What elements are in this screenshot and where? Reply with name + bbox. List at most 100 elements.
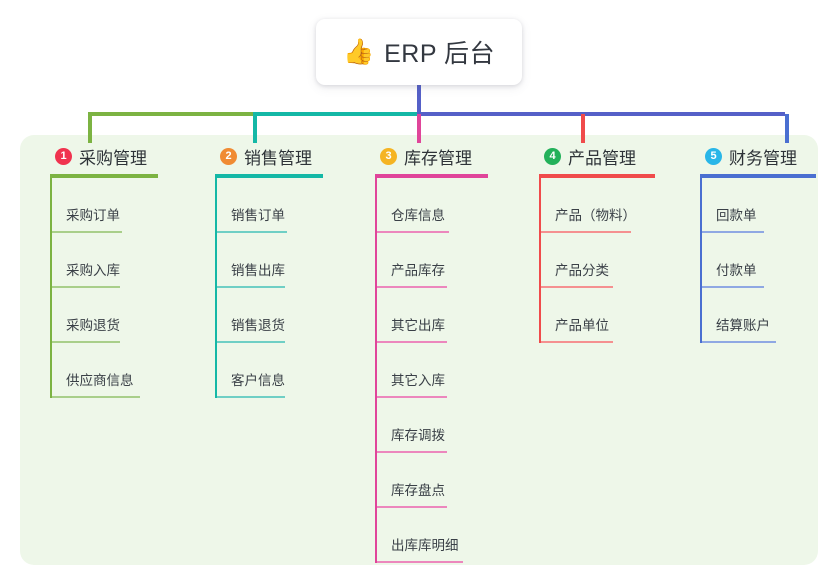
column-header-rule-1 bbox=[50, 174, 158, 178]
list-item-rule bbox=[52, 231, 122, 233]
column-header-5[interactable]: 5 财务管理 bbox=[688, 143, 828, 169]
column-header-1[interactable]: 1 采购管理 bbox=[38, 143, 188, 169]
list-item-label: 回款单 bbox=[716, 208, 757, 223]
column-spine-3 bbox=[375, 178, 377, 563]
list-item-rule bbox=[377, 451, 447, 453]
list-item-label: 其它出库 bbox=[391, 318, 445, 333]
list-item-label: 付款单 bbox=[716, 263, 757, 278]
diagram-panel bbox=[20, 135, 818, 565]
column-header-rule-2 bbox=[215, 174, 323, 178]
column-header-3[interactable]: 3 库存管理 bbox=[363, 143, 513, 169]
list-item-label: 产品分类 bbox=[555, 263, 609, 278]
column-header-rule-3 bbox=[375, 174, 488, 178]
list-item[interactable]: 采购退货 bbox=[40, 288, 188, 343]
list-item-rule bbox=[217, 396, 285, 398]
list-item-rule bbox=[541, 341, 613, 343]
column-items-4: 产品（物料） 产品分类产品单位 bbox=[527, 178, 677, 343]
column-header-rule-4 bbox=[539, 174, 655, 178]
list-item-label: 产品（物料） bbox=[555, 208, 636, 223]
root-node-card[interactable]: 👍 ERP 后台 bbox=[316, 19, 522, 85]
list-item[interactable]: 供应商信息 bbox=[40, 343, 188, 398]
list-item-rule bbox=[377, 286, 447, 288]
list-item-rule bbox=[217, 341, 285, 343]
list-item-label: 库存盘点 bbox=[391, 483, 445, 498]
list-item-label: 其它入库 bbox=[391, 373, 445, 388]
list-item[interactable]: 回款单 bbox=[690, 178, 828, 233]
list-item-rule bbox=[377, 506, 447, 508]
column-items-3: 仓库信息产品库存其它出库其它入库库存调拨库存盘点出库库明细 bbox=[363, 178, 513, 563]
list-item-label: 产品单位 bbox=[555, 318, 609, 333]
list-item-label: 采购入库 bbox=[66, 263, 120, 278]
connector-bar-segment-1 bbox=[88, 112, 253, 116]
column-title-1: 采购管理 bbox=[79, 148, 147, 168]
list-item-label: 销售出库 bbox=[231, 263, 285, 278]
list-item[interactable]: 产品单位 bbox=[529, 288, 677, 343]
root-node-title: ERP 后台 bbox=[384, 40, 496, 68]
list-item-label: 出库库明细 bbox=[391, 538, 459, 553]
list-item[interactable]: 其它出库 bbox=[365, 288, 513, 343]
list-item-rule bbox=[377, 561, 463, 563]
column-badge-5: 5 bbox=[705, 147, 722, 165]
list-item-rule bbox=[377, 396, 447, 398]
list-item-rule bbox=[541, 231, 631, 233]
column-spine-4 bbox=[539, 178, 541, 343]
connector-drop-2 bbox=[253, 114, 257, 143]
column-items-5: 回款单付款单结算账户 bbox=[688, 178, 828, 343]
list-item-rule bbox=[217, 286, 285, 288]
column-badge-1: 1 bbox=[55, 147, 72, 165]
list-item-rule bbox=[217, 231, 287, 233]
list-item[interactable]: 产品（物料） bbox=[529, 178, 677, 233]
column-title-3: 库存管理 bbox=[404, 148, 472, 168]
list-item-label: 采购订单 bbox=[66, 208, 120, 223]
list-item[interactable]: 销售订单 bbox=[205, 178, 348, 233]
list-item[interactable]: 销售出库 bbox=[205, 233, 348, 288]
list-item[interactable]: 库存调拨 bbox=[365, 398, 513, 453]
column-items-2: 销售订单销售出库销售退货客户信息 bbox=[203, 178, 348, 398]
connector-drop-1 bbox=[88, 114, 92, 143]
list-item[interactable]: 付款单 bbox=[690, 233, 828, 288]
column-spine-1 bbox=[50, 178, 52, 398]
list-item-label: 采购退货 bbox=[66, 318, 120, 333]
list-item-label: 客户信息 bbox=[231, 373, 285, 388]
list-item-rule bbox=[377, 231, 449, 233]
list-item-rule bbox=[52, 286, 120, 288]
column-spine-5 bbox=[700, 178, 702, 343]
list-item[interactable]: 客户信息 bbox=[205, 343, 348, 398]
list-item[interactable]: 出库库明细 bbox=[365, 508, 513, 563]
column-spine-2 bbox=[215, 178, 217, 398]
list-item-rule bbox=[702, 341, 776, 343]
column-title-5: 财务管理 bbox=[729, 148, 797, 168]
list-item-rule bbox=[377, 341, 447, 343]
list-item-rule bbox=[52, 396, 140, 398]
list-item-label: 销售退货 bbox=[231, 318, 285, 333]
list-item[interactable]: 仓库信息 bbox=[365, 178, 513, 233]
list-item[interactable]: 库存盘点 bbox=[365, 453, 513, 508]
column-header-rule-5 bbox=[700, 174, 816, 178]
list-item-label: 仓库信息 bbox=[391, 208, 445, 223]
list-item[interactable]: 产品分类 bbox=[529, 233, 677, 288]
column-title-4: 产品管理 bbox=[568, 148, 636, 168]
column-3: 3 库存管理仓库信息产品库存其它出库其它入库库存调拨库存盘点出库库明细 bbox=[363, 143, 513, 563]
connector-bar-segment-2 bbox=[253, 112, 417, 116]
list-item-label: 结算账户 bbox=[716, 318, 770, 333]
connector-drop-3 bbox=[417, 114, 421, 143]
column-badge-3: 3 bbox=[380, 147, 397, 165]
list-item[interactable]: 产品库存 bbox=[365, 233, 513, 288]
list-item-rule bbox=[52, 341, 120, 343]
list-item[interactable]: 结算账户 bbox=[690, 288, 828, 343]
list-item[interactable]: 采购订单 bbox=[40, 178, 188, 233]
list-item-rule bbox=[702, 286, 764, 288]
root-connector-line bbox=[417, 85, 421, 116]
connector-bar-segment-3 bbox=[417, 112, 785, 116]
connector-drop-4 bbox=[581, 114, 585, 143]
column-title-2: 销售管理 bbox=[244, 148, 312, 168]
list-item-rule bbox=[702, 231, 764, 233]
list-item-label: 销售订单 bbox=[231, 208, 285, 223]
list-item[interactable]: 采购入库 bbox=[40, 233, 188, 288]
list-item[interactable]: 销售退货 bbox=[205, 288, 348, 343]
list-item[interactable]: 其它入库 bbox=[365, 343, 513, 398]
